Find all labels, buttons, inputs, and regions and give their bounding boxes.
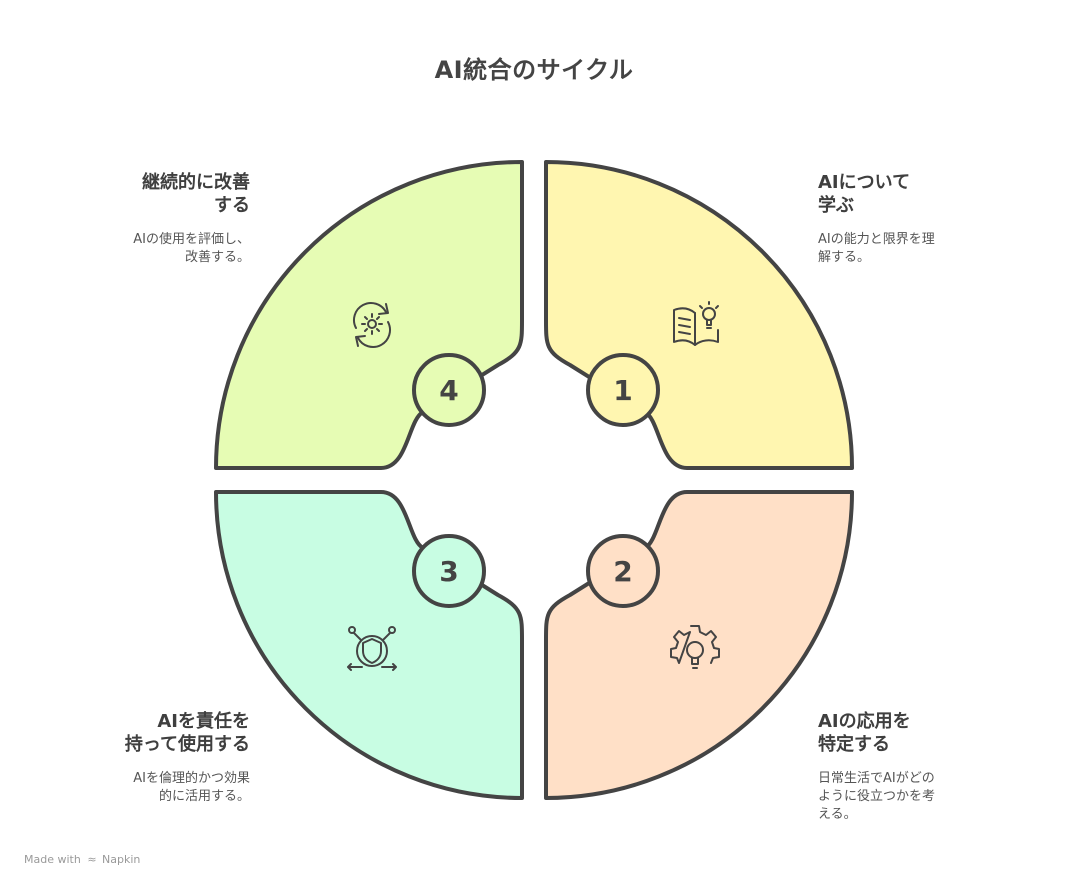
step-heading-4: 継続的に改善 する (142, 172, 250, 216)
step-heading-3: AIを責任を 持って使用する (124, 711, 250, 755)
gear-refresh-icon (353, 302, 391, 348)
step-description-2: 日常生活でAIがどの ように役立つかを考 える。 (818, 771, 936, 822)
step-number-4: 4 (439, 374, 458, 407)
gear-bulb-icon (670, 625, 720, 669)
step-label-2: AIの応用を 特定する 日常生活でAIがどの ように役立つかを考 える。 (818, 710, 968, 824)
step-heading-2: AIの応用を 特定する (818, 711, 911, 755)
step-label-1: AIについて 学ぶ AIの能力と限界を理 解する。 (818, 171, 968, 267)
step-heading-1: AIについて 学ぶ (818, 172, 911, 216)
footer-brand: Napkin (102, 853, 141, 866)
step-badge-circle-4 (412, 353, 486, 427)
step-description-4: AIの使用を評価し、 改善する。 (133, 232, 250, 265)
step-badge-2[interactable]: 2 (586, 534, 660, 608)
step-badge-circle-1 (586, 353, 660, 427)
step-number-1: 1 (613, 374, 632, 407)
step-badge-3[interactable]: 3 (412, 534, 486, 608)
book-lightbulb-icon (673, 301, 719, 346)
quadrant-4[interactable] (214, 160, 524, 470)
step-label-3: AIを責任を 持って使用する AIを倫理的かつ効果 的に活用する。 (100, 710, 250, 806)
quadrant-3[interactable] (214, 490, 524, 800)
footer-made-with: Made with (24, 853, 81, 866)
footer-credit[interactable]: Made with ≈ Napkin (24, 853, 140, 866)
step-badge-1[interactable]: 1 (586, 353, 660, 427)
shield-network-icon (347, 626, 397, 671)
step-description-3: AIを倫理的かつ効果 的に活用する。 (133, 771, 250, 804)
step-number-2: 2 (613, 555, 632, 588)
step-badge-circle-3 (412, 534, 486, 608)
step-number-3: 3 (439, 555, 458, 588)
step-label-4: 継続的に改善 する AIの使用を評価し、 改善する。 (100, 171, 250, 267)
quadrant-1[interactable] (544, 160, 854, 470)
quadrant-2[interactable] (544, 490, 854, 800)
diagram-title: AI統合のサイクル (434, 56, 634, 84)
step-badge-4[interactable]: 4 (412, 353, 486, 427)
step-description-1: AIの能力と限界を理 解する。 (818, 232, 935, 265)
napkin-logo-icon: ≈ (87, 853, 97, 866)
step-badge-circle-2 (586, 534, 660, 608)
